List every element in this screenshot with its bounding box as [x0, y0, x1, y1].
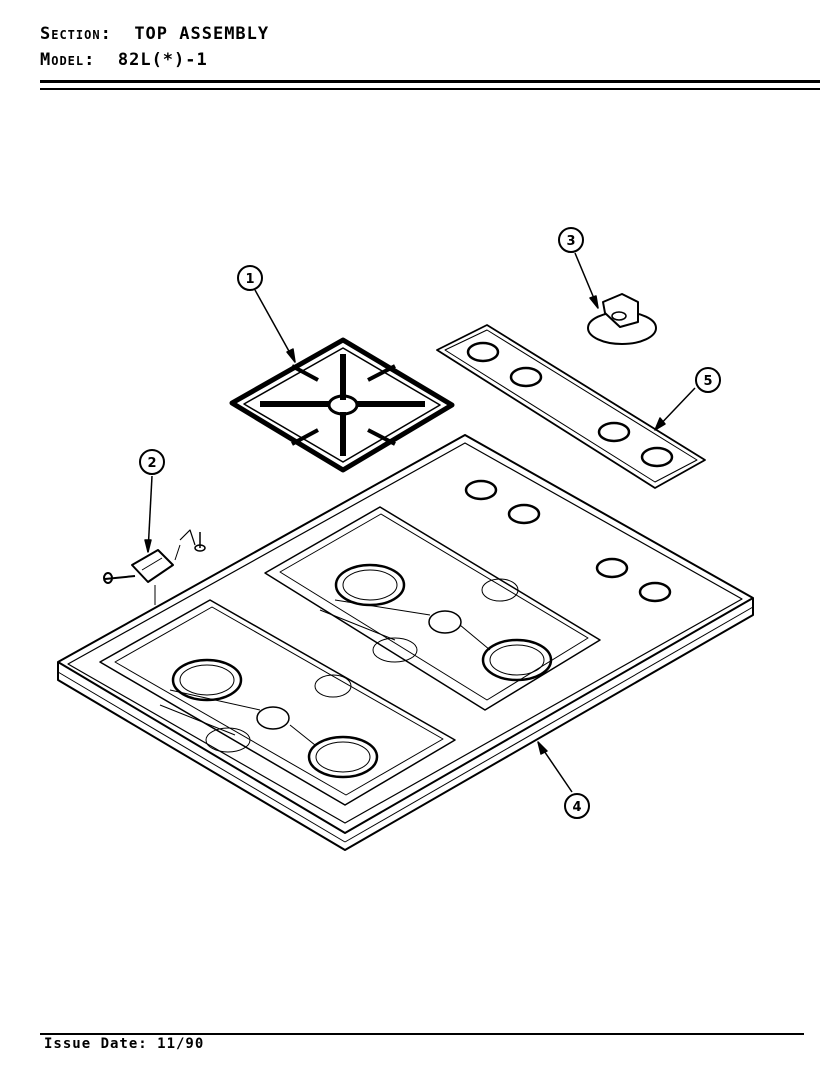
- model-value: 82L(*)-1: [117, 50, 208, 70]
- callout-2-label: 2: [147, 456, 156, 471]
- section-value: TOP ASSEMBLY: [134, 24, 270, 44]
- section-label: Section:: [40, 24, 112, 44]
- control-panel-strip: [436, 324, 706, 489]
- left-burner-well: [99, 599, 456, 806]
- callout-4: 4: [564, 793, 590, 819]
- callout-markers: 1 2 3 4 5: [139, 227, 721, 819]
- callout-3-label: 3: [566, 234, 575, 249]
- burner-grate: [229, 337, 455, 473]
- control-knob-holes: [464, 479, 672, 603]
- right-burner-well: [264, 506, 601, 711]
- callout-5: 5: [695, 367, 721, 393]
- callout-5-label: 5: [703, 374, 712, 389]
- callout-leaders: [144, 252, 696, 793]
- callout-4-label: 4: [572, 800, 581, 815]
- section-heading: Section: TOP ASSEMBLY: [40, 24, 269, 44]
- mounting-bracket: [103, 529, 206, 605]
- model-label: Model:: [40, 50, 96, 70]
- model-heading: Model: 82L(*)-1: [40, 50, 208, 70]
- callout-2: 2: [139, 449, 165, 475]
- callout-3: 3: [558, 227, 584, 253]
- footer-rule: [40, 1033, 804, 1035]
- callout-1-label: 1: [245, 272, 254, 287]
- control-knob: [587, 293, 657, 345]
- issue-date: Issue Date: 11/90: [44, 1036, 205, 1052]
- cooktop-panel: [57, 434, 754, 851]
- callout-1: 1: [237, 265, 263, 291]
- header-rule-bottom: [40, 88, 820, 90]
- header-rule-top: [40, 80, 820, 83]
